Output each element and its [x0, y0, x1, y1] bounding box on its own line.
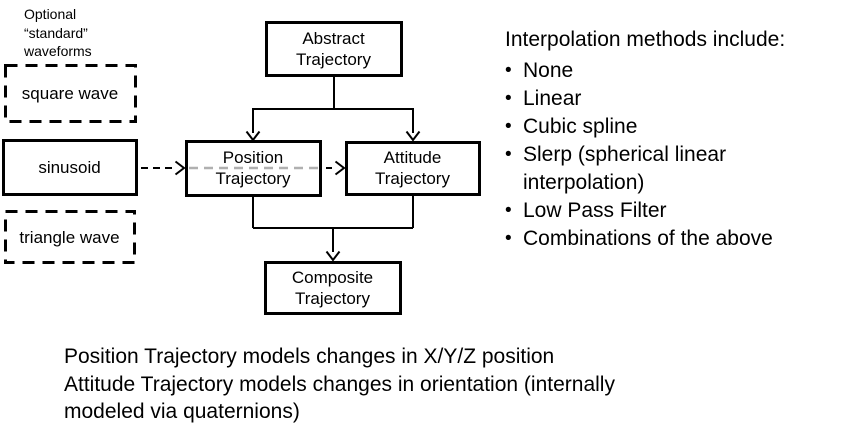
interpolation-heading: Interpolation methods include: [505, 28, 786, 51]
arrowhead-down-attitude-icon [405, 130, 421, 142]
optional-waveforms-caption: Optional “standard” waveforms [24, 6, 92, 59]
triangle-wave-box [4, 210, 136, 264]
square-wave-box [4, 64, 137, 123]
list-item: • Cubic spline [505, 113, 857, 141]
list-item-label: Linear [523, 87, 582, 110]
bullet-icon: • [505, 116, 512, 137]
list-item: • Slerp (spherical linear interpolation) [505, 141, 857, 197]
bullet-icon: • [505, 144, 512, 165]
arrowhead-right-attitude-icon [334, 160, 346, 176]
abstract-trajectory-label: Abstract Trajectory [296, 28, 371, 69]
list-item: • Low Pass Filter [505, 197, 857, 225]
abstract-trajectory-box [265, 21, 403, 77]
list-item: • Combinations of the above [505, 225, 857, 253]
attitude-trajectory-label: Attitude Trajectory [375, 148, 450, 188]
interpolation-list: • None • Linear • Cubic spline • Slerp (… [505, 57, 857, 253]
bullet-icon: • [505, 228, 512, 249]
list-item-label: Slerp (spherical linear interpolation) [523, 143, 727, 194]
interpolation-methods-block: Interpolation methods include: • None • … [505, 26, 857, 253]
bullet-icon: • [505, 200, 512, 221]
arrowhead-right-position-icon [174, 160, 186, 176]
list-item-label: None [523, 59, 574, 82]
sinusoid-label: sinusoid [38, 158, 101, 177]
list-item-label: Combinations of the above [523, 227, 773, 250]
list-item-label: Low Pass Filter [523, 199, 667, 222]
bullet-icon: • [505, 60, 512, 81]
bullet-icon: • [505, 88, 512, 109]
list-item: • Linear [505, 85, 857, 113]
sinusoid-box [2, 139, 138, 196]
list-item-label: Cubic spline [523, 115, 638, 138]
attitude-trajectory-box [345, 141, 481, 196]
position-trajectory-label: Position Trajectory [215, 148, 291, 188]
list-item: • None [505, 57, 857, 85]
arrowhead-down-composite-icon [325, 250, 341, 262]
composite-trajectory-label: Composite Trajectory [291, 267, 374, 308]
arrowhead-down-position-icon [245, 130, 261, 142]
square-wave-label: square wave [21, 84, 119, 103]
triangle-wave-label: triangle wave [19, 227, 120, 247]
footnote-text: Position Trajectory models changes in X/… [64, 345, 615, 423]
composite-trajectory-box [264, 261, 402, 315]
